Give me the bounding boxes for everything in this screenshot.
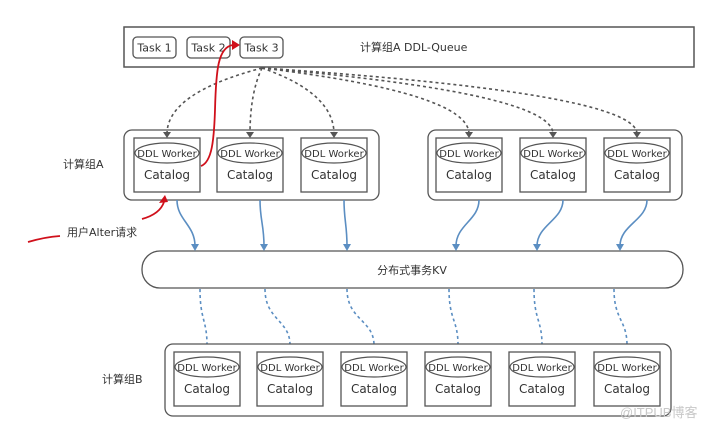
task-1[interactable]: Task 1 [132, 36, 177, 59]
sync-arrow [448, 288, 459, 346]
ddl-worker-ellipse [134, 142, 200, 164]
dispatch-arrow [249, 67, 263, 135]
group-a-label: 计算组A [63, 157, 104, 171]
write-arrow [176, 199, 196, 247]
write-arrow [259, 199, 265, 247]
distributed-kv-label: 分布式事务KV [377, 264, 447, 277]
arrowhead-icon [633, 132, 641, 138]
ddl-worker-ellipse [425, 356, 491, 378]
catalog-label: Catalog [311, 168, 357, 182]
dispatch-arrow [261, 67, 335, 135]
arrowhead-icon [163, 132, 171, 138]
task-2[interactable]: Task 2 [186, 36, 231, 59]
catalog-label: Catalog [530, 168, 576, 182]
ddl-worker-ellipse [217, 142, 283, 164]
arrowhead-icon [260, 244, 268, 251]
catalog-label: Catalog [184, 382, 230, 396]
catalog-label: Catalog [446, 168, 492, 182]
sync-arrow [264, 288, 291, 346]
task-3-label: Task 3 [243, 42, 278, 55]
catalog-label: Catalog [614, 168, 660, 182]
dispatch-arrows [163, 67, 641, 138]
ddl-worker-label: DDL Worker [137, 149, 197, 160]
queue-title: 计算组A DDL-Queue [360, 40, 468, 54]
arrowhead-icon [452, 244, 460, 251]
catalog-label: Catalog [227, 168, 273, 182]
catalog-label: Catalog [144, 168, 190, 182]
ddl-worker-ellipse [436, 142, 502, 164]
task-3[interactable]: Task 3 [239, 36, 284, 59]
task-1-label: Task 1 [136, 42, 171, 55]
ddl-worker-label: DDL Worker [439, 149, 499, 160]
ddl-worker-ellipse [174, 356, 240, 378]
ddl-worker-label: DDL Worker [177, 363, 237, 374]
alter-request-label: 用户Alter请求 [67, 225, 137, 239]
dispatch-arrow [166, 67, 263, 135]
ddl-worker-label: DDL Worker [607, 149, 667, 160]
ddl-worker-label: DDL Worker [597, 363, 657, 374]
ddl-worker-label: DDL Worker [260, 363, 320, 374]
arrowhead-icon [330, 132, 338, 138]
write-arrows [176, 199, 648, 251]
enqueue-task-arrow [200, 40, 240, 167]
arrowhead-icon [533, 244, 541, 251]
group-b-label: 计算组B [102, 372, 143, 386]
dispatch-arrow [261, 67, 638, 135]
ddl-worker-ellipse [594, 356, 660, 378]
sync-arrow [199, 288, 208, 346]
arrowhead-icon [616, 244, 624, 251]
dispatch-arrow [261, 67, 470, 135]
ddl-worker-label: DDL Worker [344, 363, 404, 374]
arrowhead-icon [343, 244, 351, 251]
sync-arrow [533, 288, 543, 346]
ddl-worker-label: DDL Worker [428, 363, 488, 374]
alter-request-arrow [27, 195, 168, 243]
ddl-worker-ellipse [341, 356, 407, 378]
catalog-label: Catalog [604, 382, 650, 396]
dispatch-arrow [261, 67, 554, 135]
arrowhead-icon [246, 132, 254, 138]
write-arrow [343, 199, 348, 247]
ddl-worker-label: DDL Worker [304, 149, 364, 160]
catalog-label: Catalog [435, 382, 481, 396]
write-arrow [619, 199, 648, 247]
ddl-worker-ellipse [520, 142, 586, 164]
ddl-worker-ellipse [509, 356, 575, 378]
arrowhead-icon [191, 244, 199, 251]
arrowhead-icon [549, 132, 557, 138]
catalog-label: Catalog [519, 382, 565, 396]
ddl-worker-ellipse [257, 356, 323, 378]
ddl-worker-ellipse [301, 142, 367, 164]
watermark: @ITPUB博客 [620, 405, 697, 420]
sync-arrows [199, 288, 631, 351]
sync-arrow [346, 288, 375, 346]
distributed-kv-bar [141, 250, 684, 289]
ddl-worker-label: DDL Worker [512, 363, 572, 374]
catalog-label: Catalog [351, 382, 397, 396]
write-arrow [536, 199, 564, 247]
catalog-label: Catalog [267, 382, 313, 396]
write-arrow [455, 199, 480, 247]
sync-arrow [613, 288, 628, 346]
ddl-worker-ellipse [604, 142, 670, 164]
arrowhead-icon [465, 132, 473, 138]
ddl-worker-label: DDL Worker [523, 149, 583, 160]
task-2-label: Task 2 [190, 42, 225, 55]
ddl-worker-label: DDL Worker [220, 149, 280, 160]
